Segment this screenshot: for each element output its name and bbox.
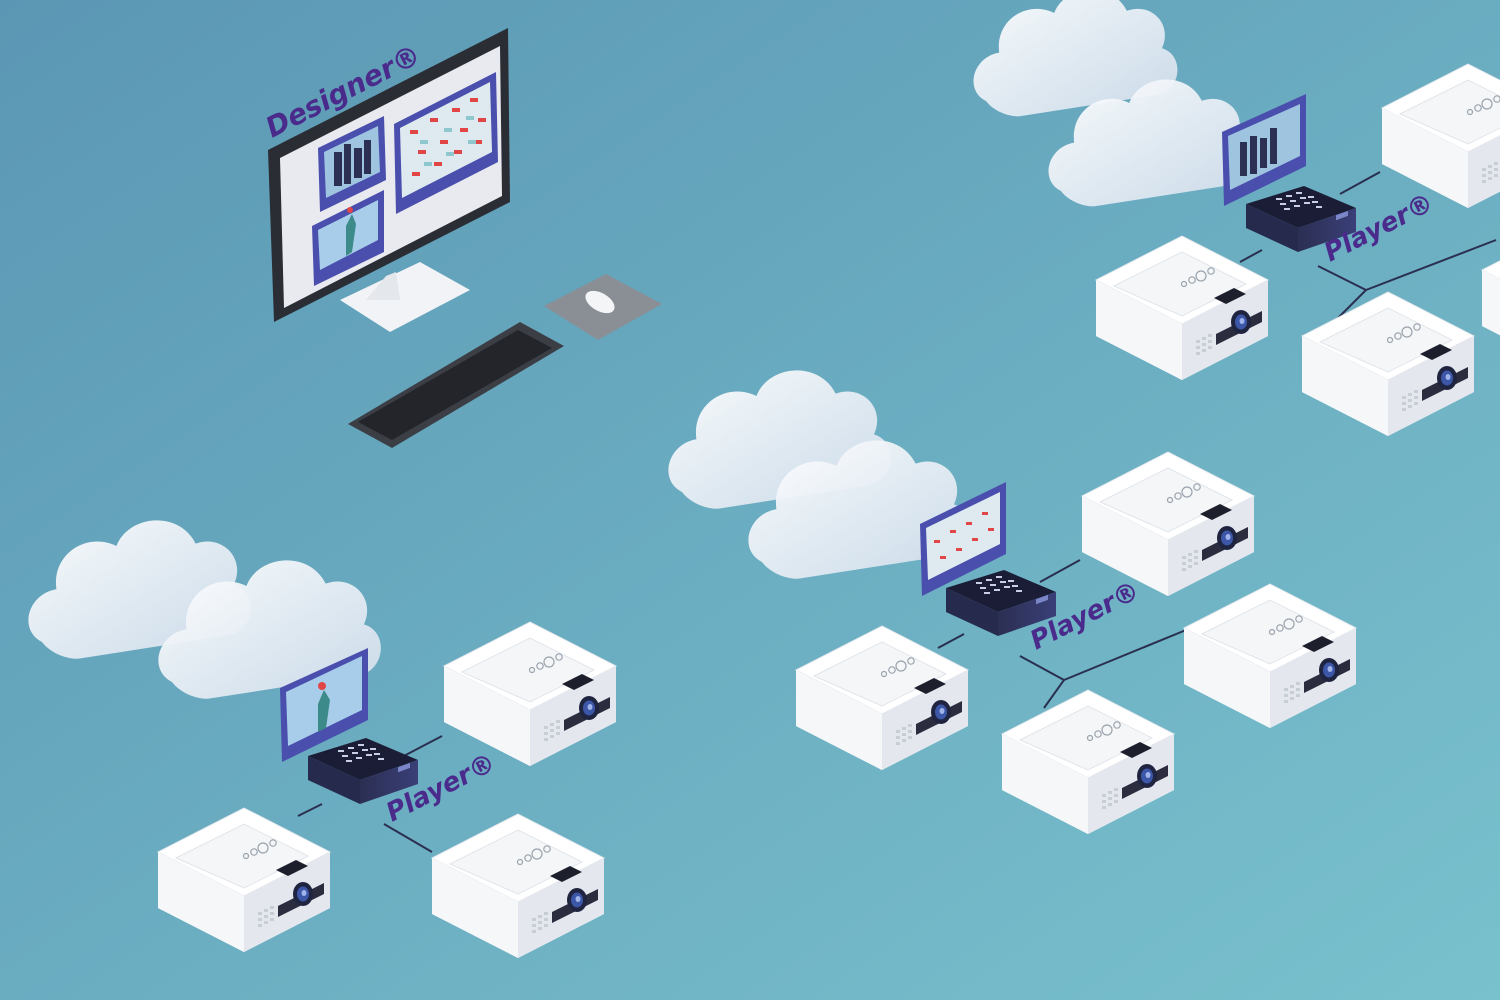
player-screen xyxy=(1222,94,1306,206)
player-screen xyxy=(920,482,1006,596)
player-screen xyxy=(280,648,368,762)
keyboard-icon xyxy=(348,322,564,448)
mouse-icon xyxy=(544,274,662,340)
